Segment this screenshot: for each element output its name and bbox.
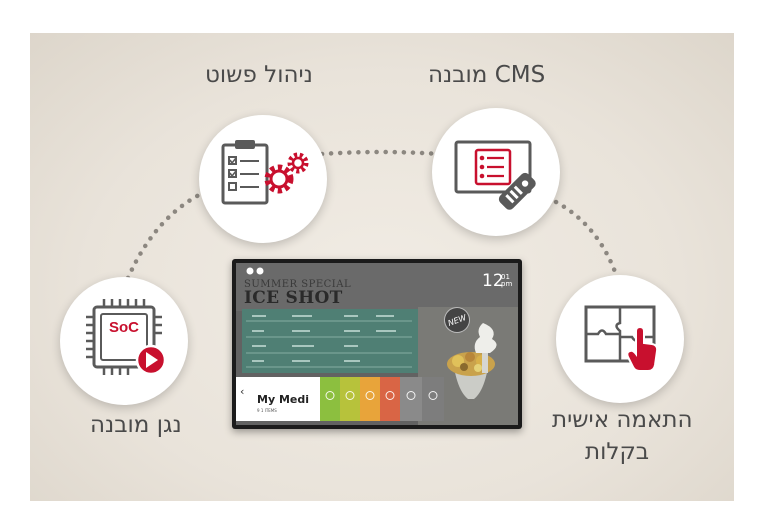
launcher-tile-red[interactable] <box>380 377 400 421</box>
puzzle-touch-icon <box>584 305 659 372</box>
easy-management-label: ניהול פשוט <box>205 62 313 88</box>
promo-heading: SUMMER SPECIAL ICE SHOT <box>244 279 351 308</box>
easy-management-circle <box>199 115 327 243</box>
screen-remote-icon <box>454 140 536 210</box>
app-icon <box>325 391 335 400</box>
my-media-subtitle: 9 1 ITEMS <box>257 408 277 413</box>
promo-subtitle: SUMMER SPECIAL <box>244 279 352 290</box>
built-in-player-circle: SoC <box>60 277 188 405</box>
app-icon <box>365 391 375 400</box>
app-icon <box>385 391 395 400</box>
app-icon <box>345 391 355 400</box>
checklist-gears-icon <box>221 140 309 205</box>
easy-customization-label-line-1: התאמה אישית <box>552 407 693 433</box>
soc-chip-play-icon: SoC <box>86 299 167 376</box>
my-media-title: My Medi <box>257 393 309 406</box>
soc-chip-label: SoC <box>109 319 139 336</box>
built-in-player-label: נגן מובנה <box>90 412 182 438</box>
easy-customization-label-line-2: בקלות <box>585 439 650 465</box>
clock-minute: 01 <box>501 273 510 281</box>
my-media-card[interactable]: ‹ My Medi 9 1 ITEMS <box>236 377 320 421</box>
launcher-tile-gray-1[interactable] <box>400 377 422 421</box>
built-in-cms-label: CMS מובנה <box>428 62 546 88</box>
tv-display: SUMMER SPECIAL ICE SHOT 12 01 pm NEW ‹ M… <box>232 259 522 429</box>
tv-screen: SUMMER SPECIAL ICE SHOT 12 01 pm NEW ‹ M… <box>236 263 518 425</box>
tv-launcher-bar: ‹ My Medi 9 1 ITEMS <box>236 377 518 425</box>
launcher-tile-olive[interactable] <box>340 377 360 421</box>
built-in-cms-circle <box>432 108 560 236</box>
clock-hour: 12 <box>482 271 504 291</box>
promo-title: ICE SHOT <box>244 288 343 308</box>
launcher-tile-gray-2[interactable] <box>422 377 444 421</box>
easy-customization-circle <box>556 275 684 403</box>
hdmi-icon <box>406 391 416 400</box>
clock-ampm: pm <box>501 280 513 288</box>
launcher-tile-green[interactable] <box>320 377 340 421</box>
hdmi-icon <box>428 391 438 400</box>
chevron-left-icon[interactable]: ‹ <box>240 385 245 398</box>
tv-clock: 12 01 pm <box>482 271 512 291</box>
launcher-tile-orange[interactable] <box>360 377 380 421</box>
